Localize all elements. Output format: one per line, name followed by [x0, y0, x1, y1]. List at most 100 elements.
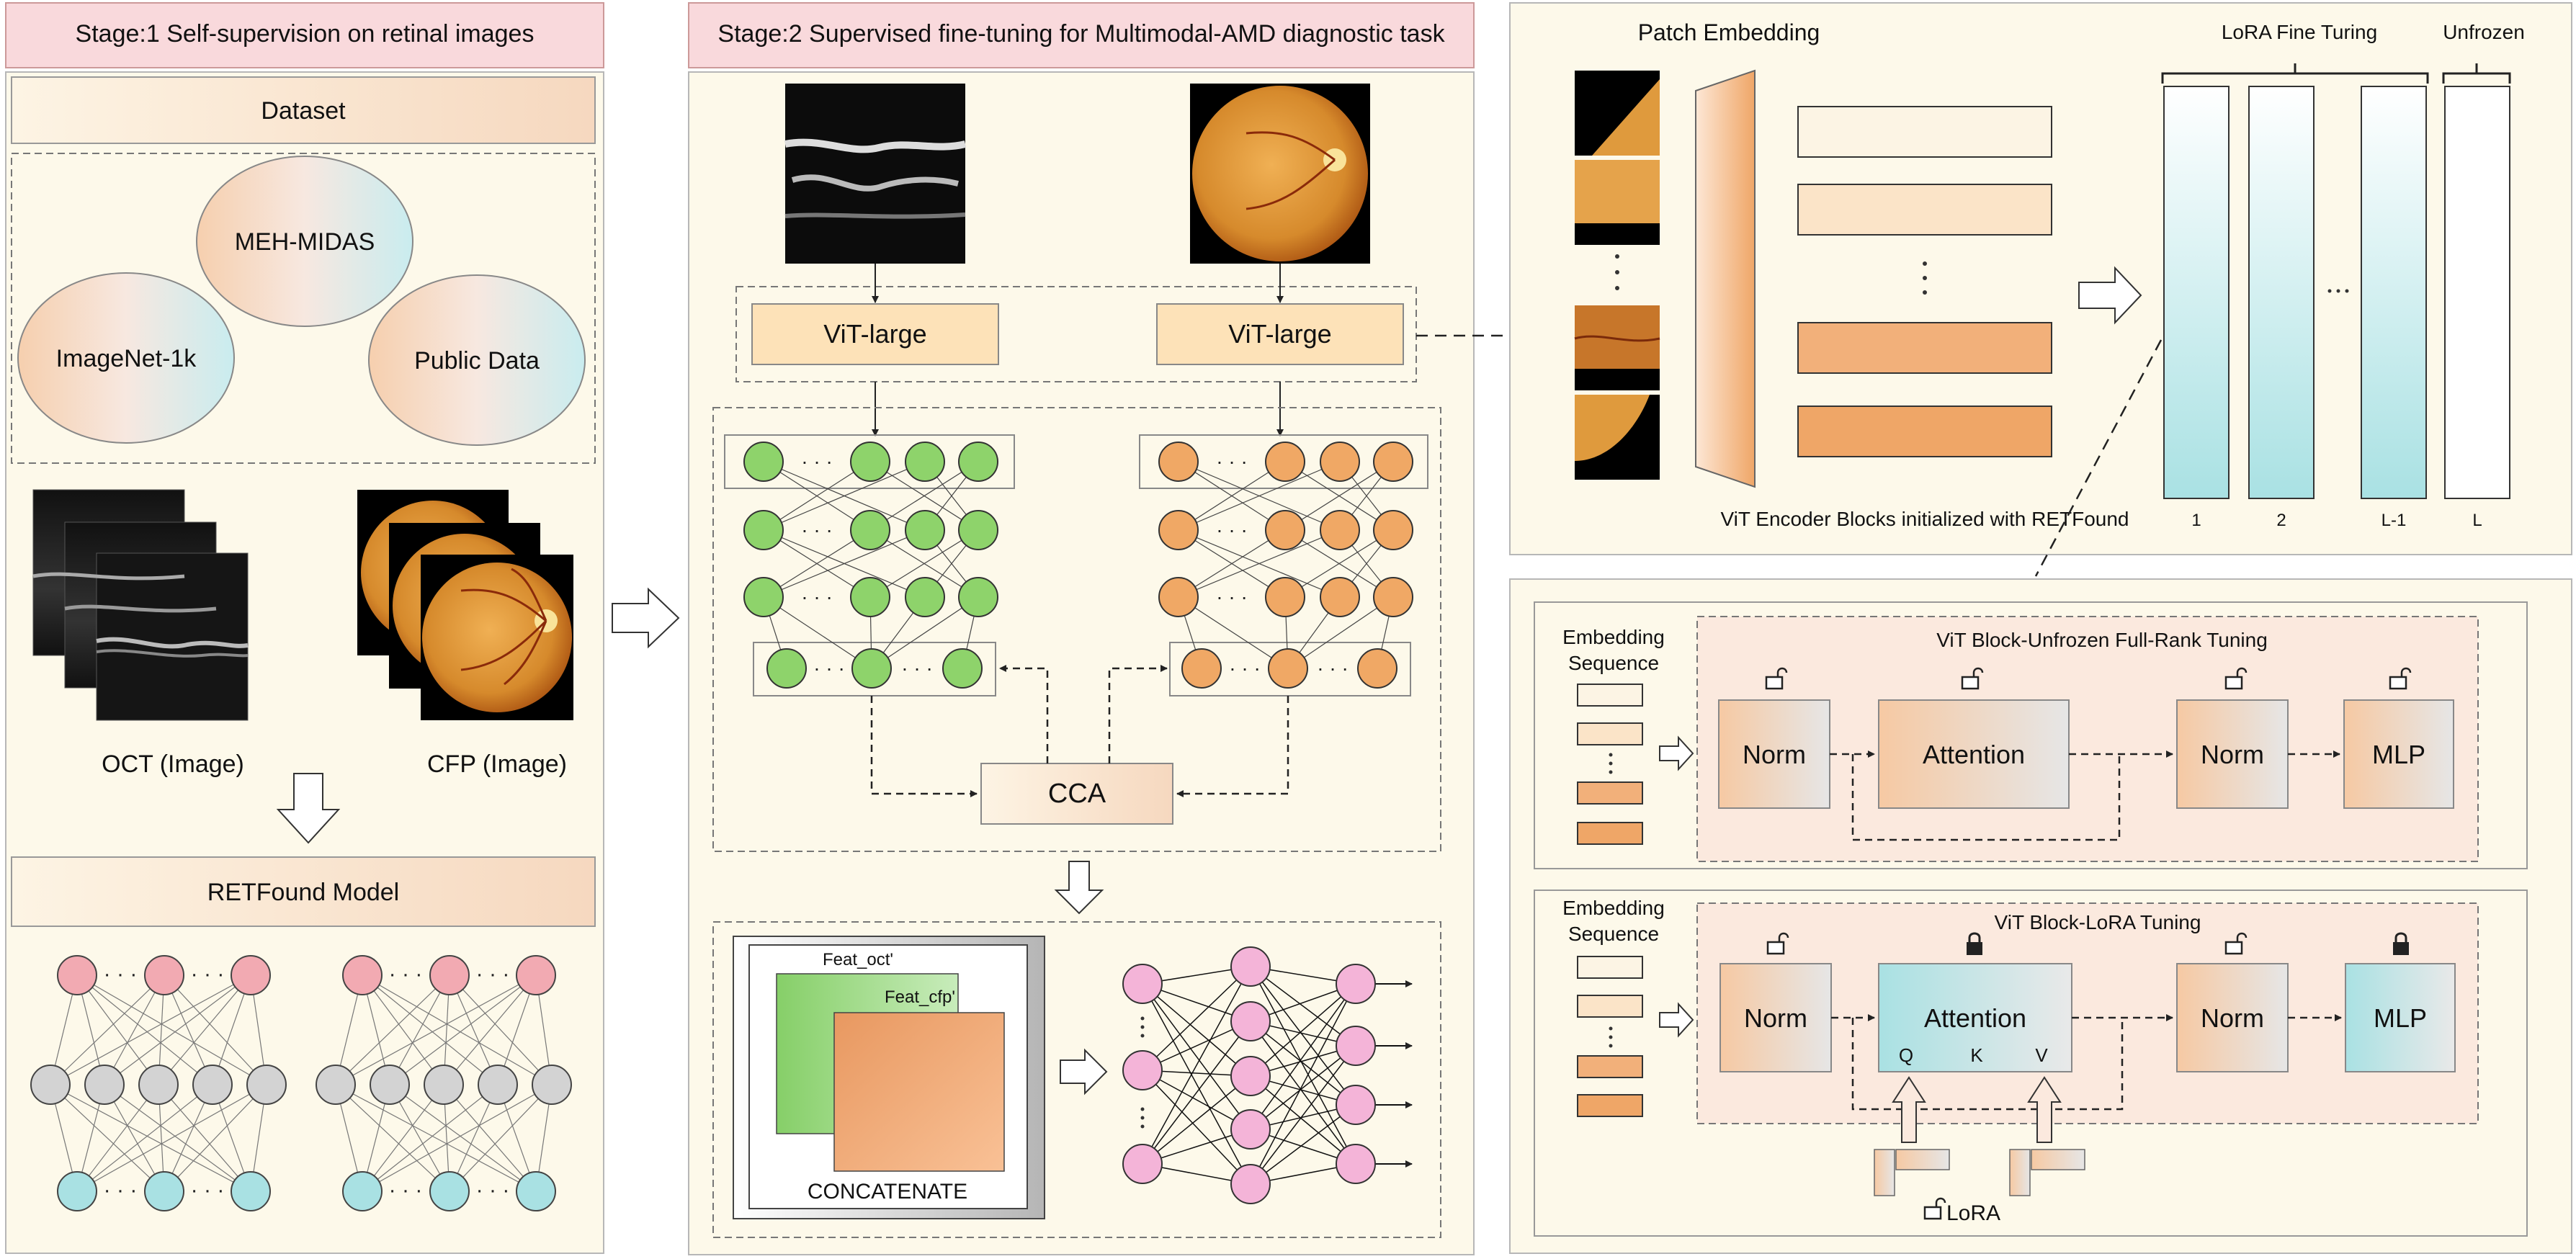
- oct-input-image: [784, 84, 967, 264]
- ellipsis: · · ·: [476, 962, 510, 986]
- ellipsis: · · ·: [104, 1178, 138, 1202]
- ellipsis: · · ·: [801, 450, 833, 472]
- ellipsis: · · ·: [1216, 586, 1248, 608]
- norm-label: Norm: [2201, 740, 2264, 769]
- cca-label: CCA: [1048, 779, 1106, 809]
- norm-box: [2176, 699, 2289, 809]
- stage1-title: Stage:1 Self-supervision on retinal imag…: [76, 20, 535, 48]
- vit-large-left-label: ViT-large: [823, 319, 926, 349]
- v-label: V: [2035, 1044, 2048, 1066]
- vit-large-right-label: ViT-large: [1228, 319, 1331, 349]
- encoder-caption: ViT Encoder Blocks initialized with RETF…: [1721, 508, 2129, 530]
- norm-box: [1718, 699, 1830, 809]
- lora-up-arrow-icon: [2027, 1076, 2062, 1143]
- stage1-header: [5, 2, 604, 68]
- mlp-box-lora: [2345, 963, 2456, 1072]
- block-label: L-1: [2382, 511, 2407, 530]
- full-rank-title: ViT Block-Unfrozen Full-Rank Tuning: [1936, 629, 2268, 651]
- lora-up-arrow-icon: [1892, 1076, 1926, 1143]
- cfp-image-stack: [357, 490, 573, 720]
- ellipsis: · · ·: [801, 519, 833, 541]
- norm-label: Norm: [1744, 1003, 1807, 1033]
- embedding-bar: [1797, 406, 2052, 457]
- concatenate-block: Feat_oct' Feat_cfp' CONCATENATE: [733, 936, 1045, 1219]
- unlock-icon: [1923, 1197, 1946, 1220]
- patch-projection: [1695, 69, 1756, 488]
- embedding-bar: [1797, 106, 2052, 158]
- embedding-sequence-label: Embedding: [1562, 626, 1665, 648]
- embedding-bar: [1797, 322, 2052, 374]
- attention-box-lora: [1878, 963, 2072, 1072]
- ellipsis: · · ·: [813, 657, 845, 679]
- dataset-label: Dataset: [261, 97, 346, 125]
- dataset-ellipse-meh-midas: [196, 156, 413, 327]
- unlock-icon: [1961, 667, 1984, 690]
- ellipsis: · · ·: [901, 657, 933, 679]
- embedding-sequence-label: Embedding: [1562, 897, 1665, 919]
- right-arrow-icon: [2078, 266, 2142, 325]
- norm-box: [1719, 963, 1832, 1072]
- norm-box: [2176, 963, 2289, 1072]
- right-arrow-icon: [1659, 735, 1694, 771]
- lora-adapter-a: [2009, 1149, 2031, 1196]
- cca-connectors: [870, 665, 1289, 797]
- unlock-icon: [2389, 667, 2412, 690]
- classifier-outputs: [1374, 980, 1413, 1168]
- encoder-block-column: [2361, 86, 2427, 499]
- mlp-box: [2343, 699, 2454, 809]
- ellipsis: · · ·: [191, 962, 225, 986]
- unfrozen-brace: [2442, 63, 2511, 84]
- unlock-icon: [1765, 667, 1788, 690]
- vit-blocks-panel: Embedding Sequence ViT Block-Unfrozen Fu…: [1509, 578, 2572, 1254]
- ellipsis: · · ·: [389, 962, 423, 986]
- cca-box: [980, 763, 1173, 825]
- patch-embedding-label: Patch Embedding: [1638, 19, 1820, 45]
- q-label: Q: [1899, 1044, 1913, 1066]
- block-connectors: [1830, 751, 2340, 841]
- lora-brace: [2161, 63, 2429, 84]
- ellipsis: · · ·: [389, 1178, 423, 1202]
- dataset-ellipse-public: [368, 274, 586, 446]
- feat-cfp-square: [833, 1012, 1005, 1172]
- stage2-panel: Stage:2 Supervised fine-tuning for Multi…: [688, 2, 1475, 1255]
- stage2-title: Stage:2 Supervised fine-tuning for Multi…: [717, 20, 1445, 48]
- attention-label: Attention: [1924, 1003, 2026, 1033]
- right-arrow-icon: [1060, 1048, 1108, 1096]
- dataset-group-box: [11, 153, 596, 464]
- oct-label: OCT (Image): [102, 751, 244, 778]
- lora-adapter-a: [1874, 1149, 1895, 1196]
- unlock-icon: [1766, 932, 1789, 955]
- dataset-imagenet: ImageNet-1k: [56, 345, 197, 372]
- unlock-icon: [2224, 932, 2248, 955]
- stage1-panel: Stage:1 Self-supervision on retinal imag…: [5, 2, 604, 1254]
- ellipsis: · · ·: [801, 586, 833, 608]
- lora-adapter-b: [2031, 1149, 2085, 1170]
- dataset-ellipse-imagenet: [17, 272, 235, 444]
- mlp-label: MLP: [2374, 1003, 2427, 1033]
- lora-adapter-b: [1895, 1149, 1950, 1170]
- concatenate-label: CONCATENATE: [808, 1180, 967, 1204]
- stage2-header: [688, 2, 1475, 68]
- image-patches: [1574, 71, 1660, 480]
- vit-encoder-panel: Patch Embedding ViT Encoder Blocks initi…: [1509, 2, 2572, 555]
- ellipsis: · · ·: [104, 962, 138, 986]
- ellipsis: · · ·: [1216, 450, 1248, 472]
- retfound-nodes: [30, 955, 572, 1211]
- cfp-label: CFP (Image): [427, 751, 567, 778]
- attention-box: [1878, 699, 2070, 809]
- ellipsis: · · ·: [476, 1178, 510, 1202]
- retfound-model-bar: [11, 856, 596, 927]
- dataset-bar: [11, 76, 596, 144]
- right-arrow-icon: [612, 587, 680, 649]
- down-arrow-icon: [1054, 861, 1104, 915]
- lora-label: LoRA: [1946, 1201, 2000, 1225]
- unfrozen-label: Unfrozen: [2443, 21, 2525, 43]
- embedding-sequence-label: Sequence: [1568, 923, 1659, 945]
- norm-label: Norm: [2201, 1003, 2264, 1033]
- fusion-group-box: [712, 921, 1441, 1238]
- cca-network-group: [712, 407, 1441, 852]
- feat-cfp-label: Feat_cfp': [885, 987, 955, 1007]
- embedding-bar: [1797, 184, 2052, 236]
- lock-icon: [2393, 932, 2409, 955]
